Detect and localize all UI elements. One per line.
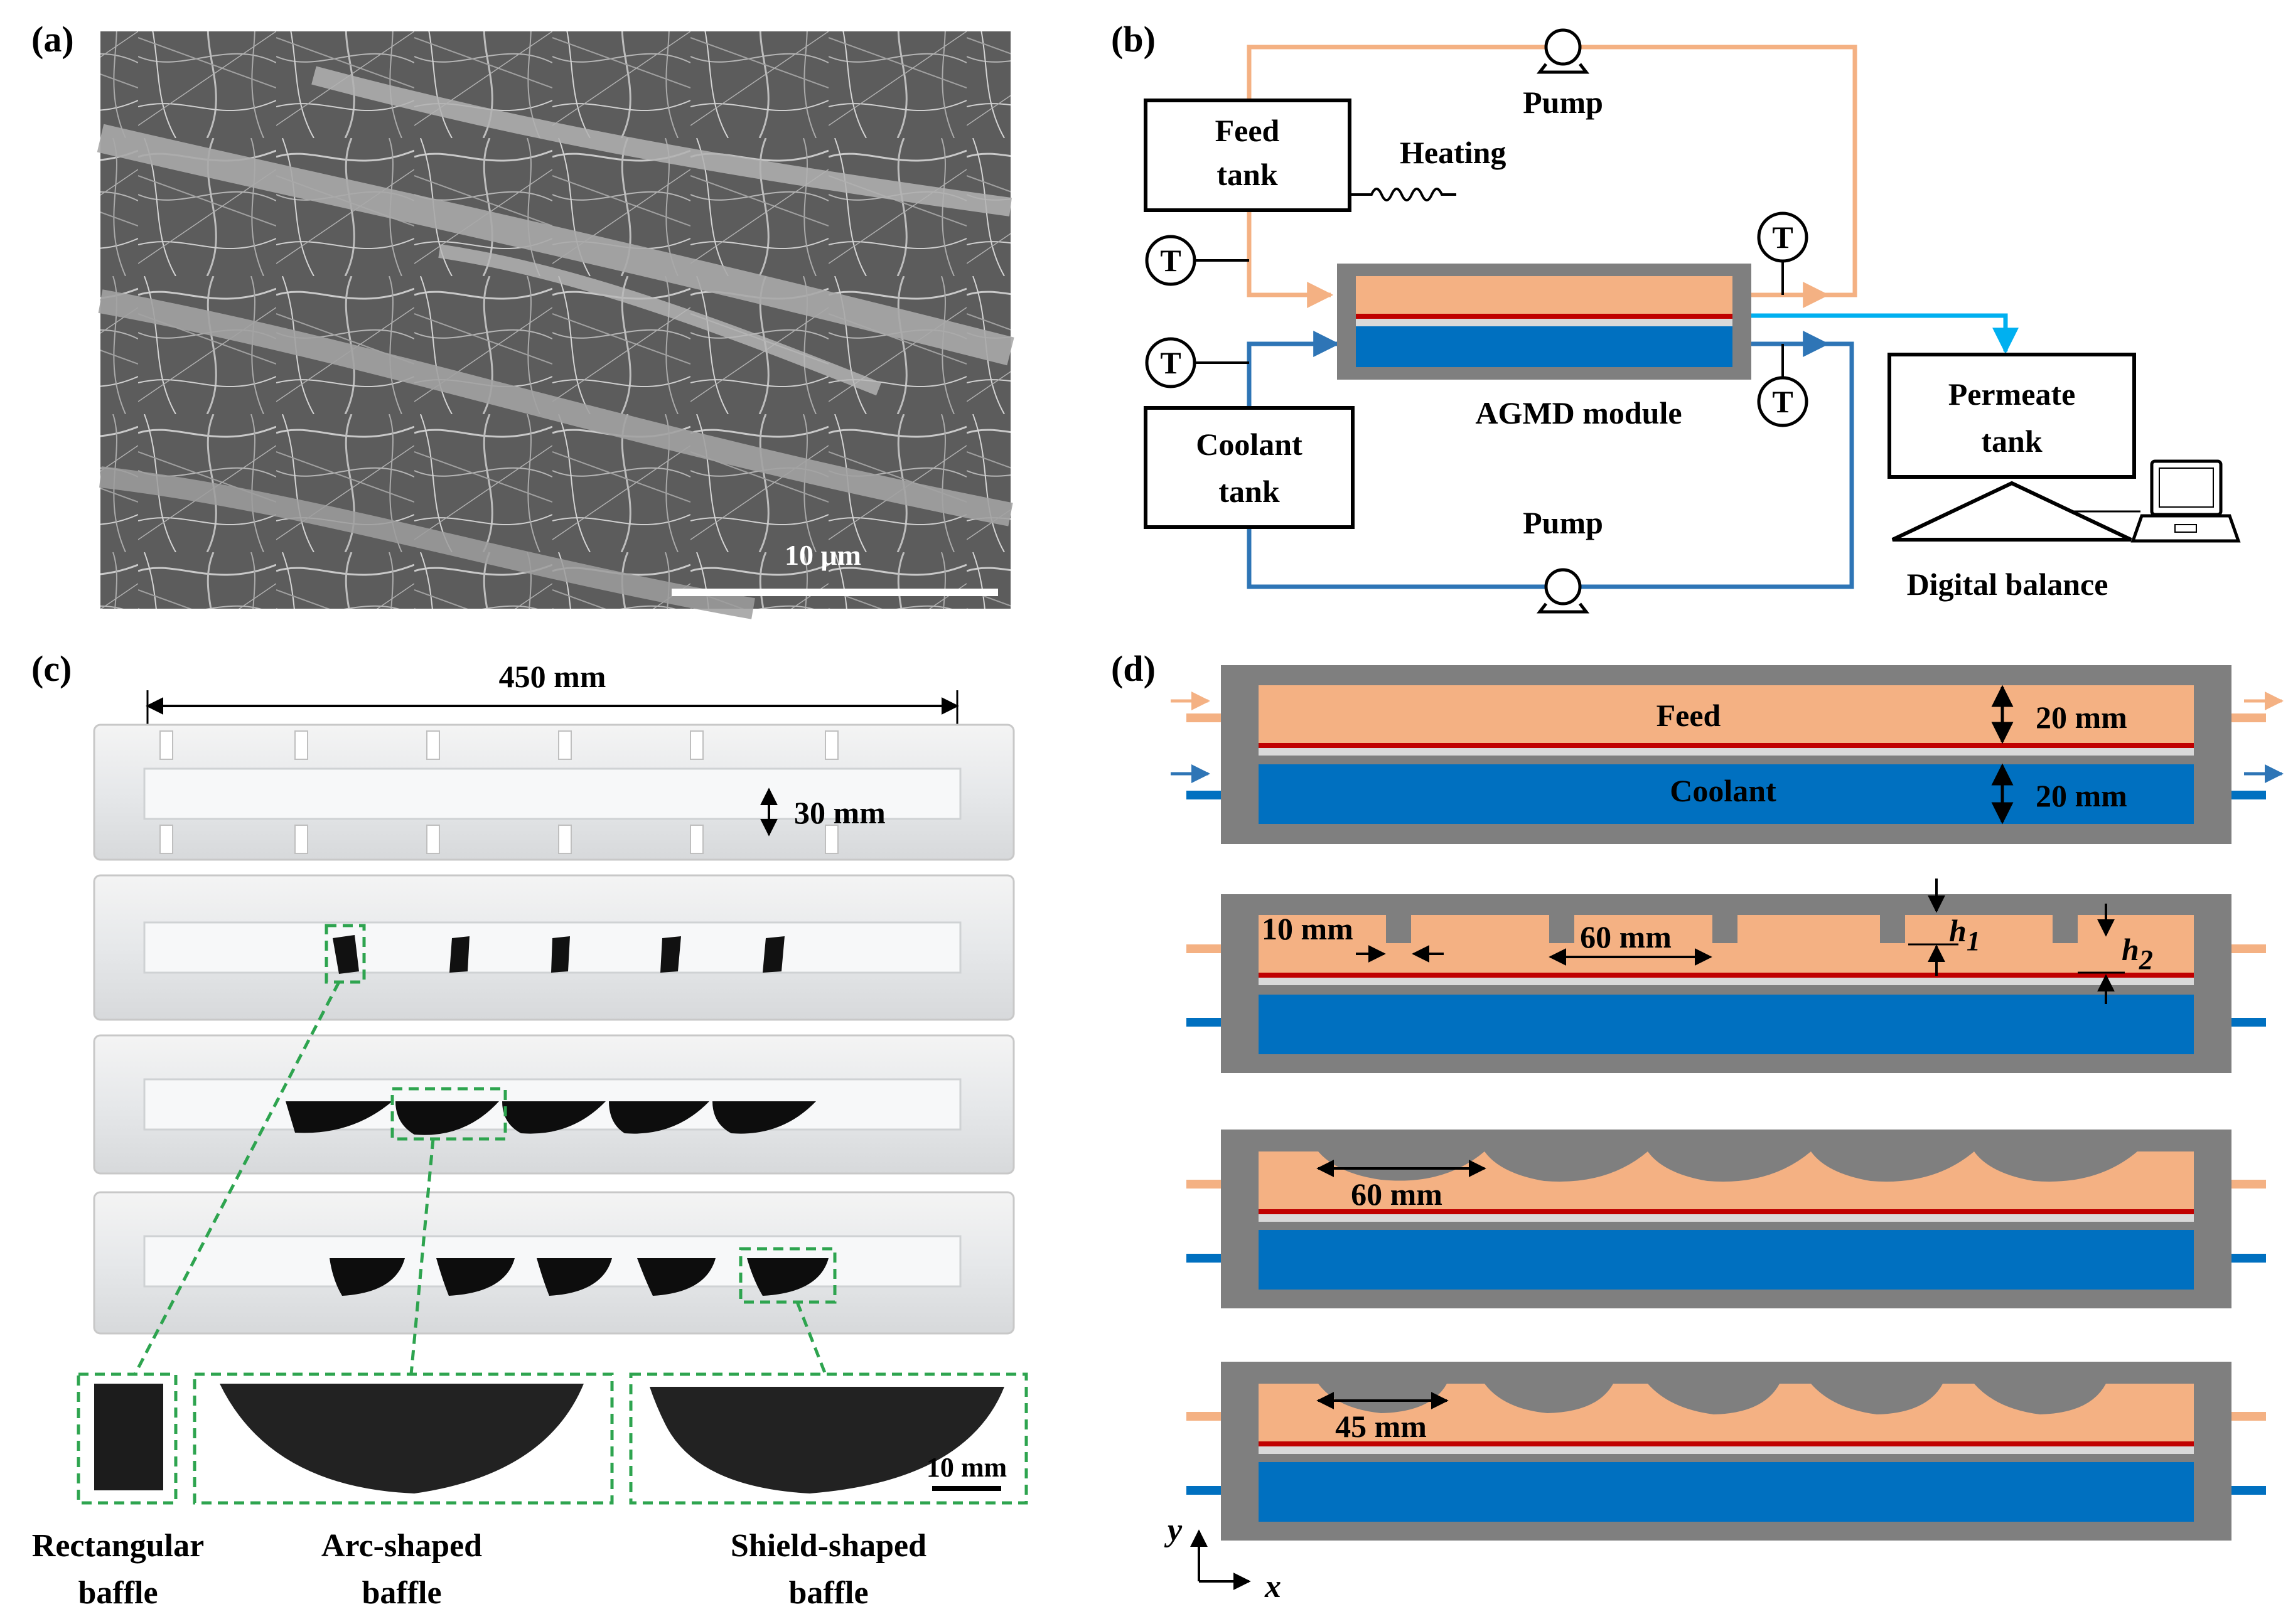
- shield-width-label: 45 mm: [1335, 1409, 1427, 1444]
- feed-label: Feed: [1657, 698, 1721, 733]
- photo-scale-label: 10 mm: [926, 1452, 1007, 1483]
- channel-shield: 45 mm: [1186, 1362, 2266, 1541]
- permeate-tank: [1888, 353, 2136, 479]
- svg-text:T: T: [1772, 220, 1793, 255]
- agmd-module-label: AGMD module: [1475, 395, 1682, 430]
- coolant-supply-line: [1247, 331, 1340, 408]
- pump-bottom-icon: [1536, 568, 1590, 614]
- heating-coil-icon: [1350, 188, 1456, 201]
- shield-baffle-photo: [650, 1387, 1004, 1493]
- axis-x-label: x: [1264, 1569, 1281, 1605]
- permeate-tank-line2: tank: [1981, 424, 2042, 459]
- panel-a: (a) 10 μm: [31, 19, 1014, 619]
- zoom-connectors: [133, 981, 827, 1376]
- channel-arc: 60 mm: [1186, 1130, 2266, 1308]
- panel-d: (d) Feed Coolant 20 mm 20 mm: [1111, 648, 2284, 1605]
- panel-c-label: (c): [31, 648, 72, 689]
- photo-module-arc: [93, 1034, 1015, 1175]
- feed-tank: [1144, 99, 1351, 212]
- pump-top-icon: [1536, 28, 1590, 74]
- caption-arc-line1: Arc-shaped: [321, 1528, 482, 1564]
- permeate-tank-line1: Permeate: [1948, 377, 2076, 412]
- laptop-icon: [2130, 459, 2241, 543]
- sem-image: 10 μm: [97, 31, 1014, 619]
- h1-label: h1: [1949, 913, 1980, 956]
- heating-label: Heating: [1400, 135, 1506, 170]
- feed-height-label: 20 mm: [2036, 700, 2127, 735]
- temp-sensor-coolant-out: T: [1757, 344, 1808, 427]
- height-dimension-label: 30 mm: [794, 795, 886, 830]
- arc-width-label: 60 mm: [1351, 1177, 1442, 1212]
- rect-baffle-highlight: [325, 924, 366, 984]
- agmd-module: [1337, 264, 1751, 380]
- coolant-tank: [1144, 406, 1355, 529]
- caption-rect-line1: Rectangular: [32, 1528, 204, 1564]
- coolant-tank-line2: tank: [1218, 474, 1279, 509]
- sem-scale-bar: [672, 589, 998, 596]
- feed-return-line: [1247, 45, 1857, 297]
- photo-module-shield: [93, 1191, 1015, 1335]
- svg-text:T: T: [1160, 345, 1181, 380]
- coolant-height-label: 20 mm: [2036, 778, 2127, 813]
- length-dimension-label: 450 mm: [499, 659, 606, 694]
- panel-c: (c) 450 mm 30 mm: [31, 648, 1028, 1611]
- caption-shield-line1: Shield-shaped: [731, 1528, 926, 1564]
- pump-bottom-label: Pump: [1523, 505, 1603, 540]
- coolant-tank-line1: Coolant: [1196, 427, 1302, 462]
- arc-baffle-highlight: [390, 1087, 507, 1141]
- feed-tank-line1: Feed: [1215, 113, 1280, 148]
- panel-b: (b) Feed tank Heating Pump Pump: [1111, 19, 2241, 614]
- permeate-line: [1751, 313, 2019, 355]
- feed-tank-line2: tank: [1216, 157, 1277, 192]
- baffle-spacing-label: 60 mm: [1580, 919, 1672, 954]
- rect-baffle-photo: [94, 1384, 163, 1490]
- svg-text:T: T: [1772, 384, 1793, 419]
- caption-arc-line2: baffle: [362, 1575, 441, 1611]
- caption-rect-line2: baffle: [78, 1575, 158, 1611]
- shield-baffle-highlight: [739, 1247, 837, 1304]
- caption-shield-line2: baffle: [788, 1575, 868, 1611]
- panel-b-label: (b): [1111, 19, 1156, 60]
- temp-sensor-feed-out: T: [1757, 211, 1808, 295]
- baffle-width-label: 10 mm: [1262, 911, 1353, 946]
- coolant-label: Coolant: [1670, 773, 1776, 808]
- temp-sensor-coolant-in: T: [1145, 337, 1249, 388]
- temp-sensor-feed-in: T: [1145, 235, 1249, 286]
- h2-label: h2: [2122, 932, 2153, 975]
- sem-scale-label: 10 μm: [785, 539, 861, 571]
- digital-balance-label: Digital balance: [1907, 567, 2108, 602]
- axis-y-label: y: [1164, 1512, 1183, 1548]
- channel-empty: Feed Coolant 20 mm 20 mm: [1171, 665, 2284, 844]
- arc-baffle-photo: [220, 1384, 584, 1493]
- svg-text:T: T: [1160, 243, 1181, 278]
- panel-a-label: (a): [31, 19, 74, 60]
- panel-d-label: (d): [1111, 648, 1156, 689]
- photo-module-rectangular: [93, 874, 1015, 1021]
- feed-supply-line: [1247, 210, 1334, 308]
- photo-module-empty: 30 mm: [93, 724, 1015, 861]
- channel-rectangular: 10 mm 60 mm h1 h2: [1186, 879, 2266, 1073]
- pump-top-label: Pump: [1523, 85, 1603, 120]
